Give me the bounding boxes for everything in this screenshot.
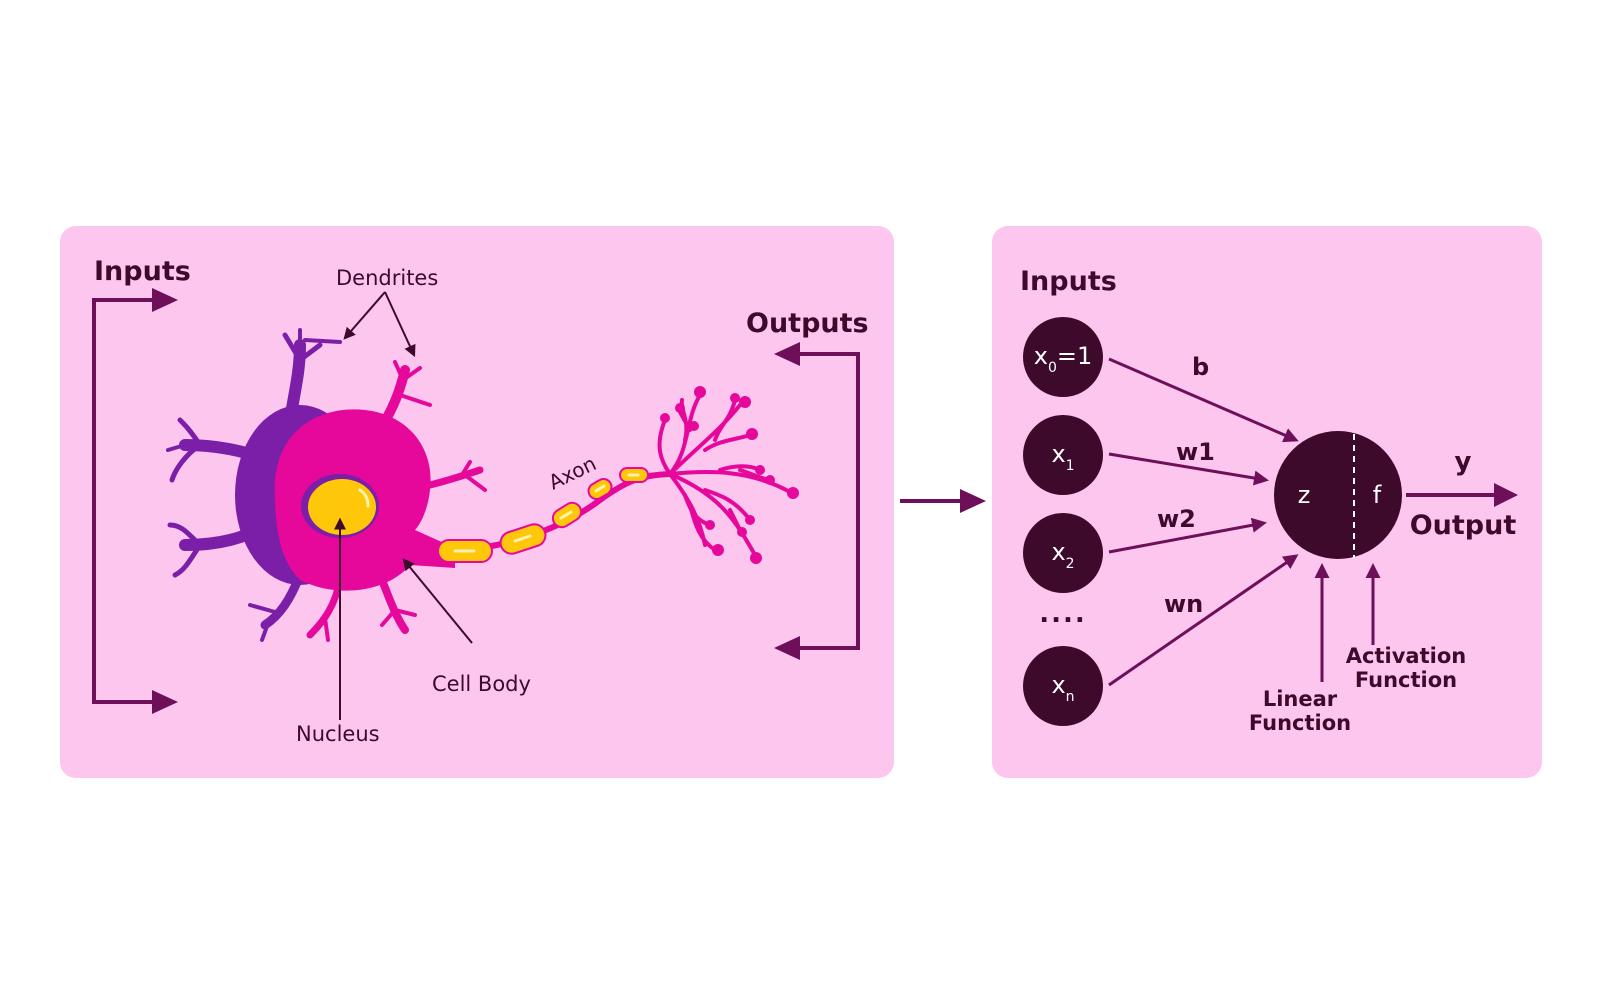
input-node-x1: x1 — [1023, 415, 1103, 495]
bio-outputs-label: Outputs — [746, 308, 869, 339]
dendrites-pointer-left — [343, 291, 386, 340]
neuron-illustration — [166, 328, 799, 642]
transition-arrow — [900, 489, 986, 513]
input-ellipsis: .... — [1039, 599, 1087, 629]
weight-label-wn: wn — [1164, 590, 1203, 618]
input-node-x0: x0=1 — [1023, 317, 1103, 397]
weight-arrow-w2 — [1108, 517, 1267, 554]
linear-function-label-line2: Function — [1249, 711, 1351, 735]
weight-label-w2: w2 — [1157, 505, 1196, 533]
output-label: Output — [1410, 510, 1517, 541]
y-label: y — [1455, 447, 1472, 477]
cell-body-pointer — [402, 558, 473, 644]
nucleus-shape — [308, 479, 376, 535]
svg-text:x0=1: x0=1 — [1034, 342, 1093, 376]
weight-label-w1: w1 — [1176, 438, 1215, 466]
dendrites-pointer-right — [384, 291, 416, 358]
svg-text:x1: x1 — [1051, 440, 1074, 474]
linear-function-label-line1: Linear — [1263, 687, 1338, 711]
weight-arrow-wn — [1108, 554, 1299, 687]
inputs-bracket — [92, 288, 178, 714]
artificial-neuron-panel — [992, 226, 1542, 778]
nucleus-label: Nucleus — [296, 722, 380, 746]
neuron-f-label: f — [1373, 481, 1382, 509]
biological-neuron-panel — [60, 226, 894, 778]
weight-arrow-w1 — [1108, 452, 1269, 486]
cell-body-label: Cell Body — [432, 672, 531, 696]
output-arrow — [1406, 483, 1518, 507]
outputs-bracket — [774, 342, 860, 660]
weight-label-b: b — [1192, 353, 1209, 381]
dendrites-label: Dendrites — [336, 266, 438, 290]
neuron-z-label: z — [1298, 481, 1311, 509]
svg-text:x2: x2 — [1051, 538, 1074, 572]
svg-text:xn: xn — [1051, 671, 1074, 705]
neuron-node: z f — [1274, 431, 1402, 559]
activation-function-label-line2: Function — [1355, 668, 1457, 692]
input-node-x2: x2 — [1023, 513, 1103, 593]
input-node-xn: xn — [1023, 646, 1103, 726]
activation-function-label-line1: Activation — [1346, 644, 1466, 668]
ann-inputs-label: Inputs — [1020, 266, 1117, 297]
weight-arrow-b — [1108, 357, 1299, 443]
bio-inputs-label: Inputs — [94, 256, 191, 287]
